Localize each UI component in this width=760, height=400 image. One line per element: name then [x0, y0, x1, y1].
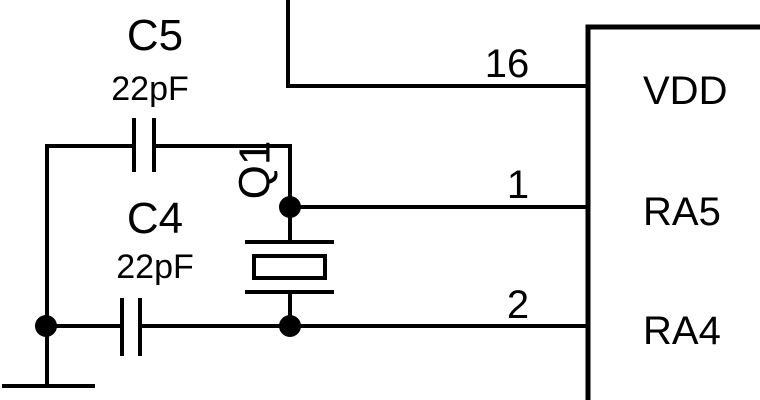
junction-dot-ground — [35, 315, 57, 337]
ra5-pin-label: RA5 — [643, 190, 721, 234]
vdd-pin-number: 16 — [485, 42, 530, 86]
ra4-pin-number: 2 — [507, 283, 529, 327]
crystal-ref-label: Q1 — [231, 141, 280, 200]
c4-ref-label: C4 — [127, 194, 183, 243]
vdd-wire — [286, 0, 588, 88]
junction-dot-ra4 — [279, 315, 301, 337]
ra4-pin-label: RA4 — [643, 309, 721, 353]
c4-value-label: 22pF — [116, 248, 194, 286]
c5-value-label: 22pF — [111, 70, 189, 108]
c4-capacitor-symbol — [120, 298, 142, 356]
c5-ref-label: C5 — [127, 11, 183, 60]
ic-body — [585, 24, 760, 400]
vdd-pin-label: VDD — [643, 69, 727, 113]
crystal-symbol — [245, 207, 334, 326]
c5-wiring — [45, 144, 292, 326]
c5-capacitor-symbol — [132, 118, 156, 172]
ra5-pin-number: 1 — [507, 163, 529, 207]
junction-dot-ra5 — [279, 196, 301, 218]
